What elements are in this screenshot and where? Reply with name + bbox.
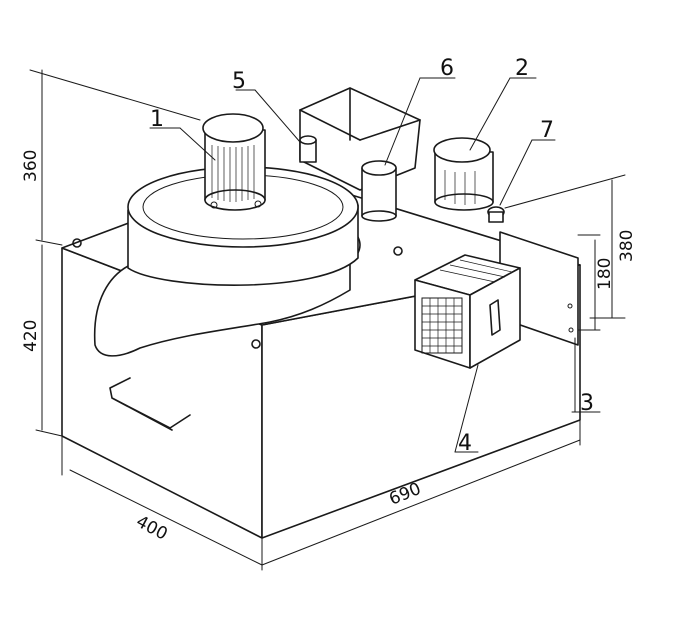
dim-420: 420 <box>21 320 41 352</box>
callout-1: 1 <box>150 107 164 132</box>
callout-leaders <box>149 77 601 453</box>
callout-4: 4 <box>458 431 472 456</box>
callout-3: 3 <box>580 391 594 416</box>
cylinder-6 <box>361 160 397 222</box>
dimension-lines <box>29 69 626 571</box>
callout-2: 2 <box>515 56 529 81</box>
dim-360: 360 <box>21 150 41 182</box>
filter-box-4 <box>414 254 521 369</box>
callout-6: 6 <box>440 56 454 81</box>
dim-180: 180 <box>595 258 615 290</box>
nozzle-5 <box>299 135 317 163</box>
fan-motor <box>202 113 266 211</box>
motor-2 <box>433 137 494 211</box>
callout-7: 7 <box>540 118 554 143</box>
rear-cabinet <box>299 87 421 191</box>
fan-casing <box>93 166 361 357</box>
knob-7 <box>487 206 505 223</box>
dim-380: 380 <box>617 230 637 262</box>
callout-5: 5 <box>232 69 246 94</box>
